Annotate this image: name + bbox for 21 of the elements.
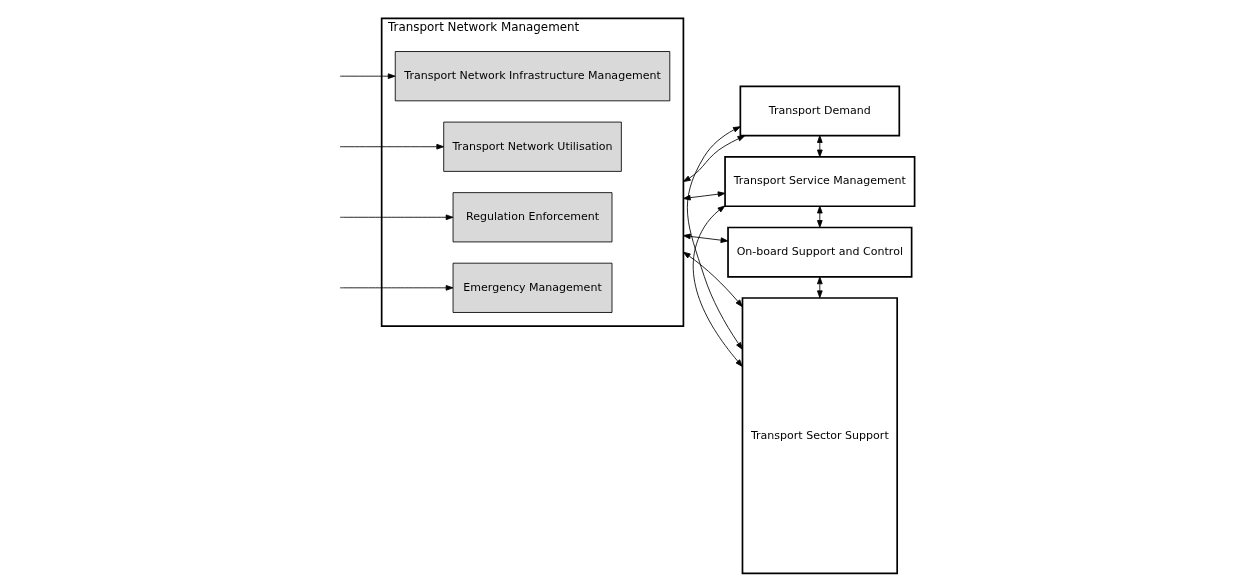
arrow (682, 233, 729, 243)
arrow (817, 135, 823, 158)
arrow (339, 143, 445, 150)
arrow (817, 276, 823, 299)
node-box: Transport Sector Support (741, 297, 899, 575)
arrow (682, 135, 746, 182)
node-box: Regulation Enforcement (452, 192, 613, 243)
arrow (686, 126, 743, 350)
node-box: On-board Support and Control (727, 226, 913, 278)
arrow (682, 191, 726, 201)
node-box: Emergency Management (452, 262, 613, 313)
arrow (339, 214, 454, 221)
arrow (339, 285, 454, 291)
node-box: Transport Service Management (724, 156, 916, 208)
arrow (817, 205, 823, 228)
node-box: Transport Network Infrastructure Management (394, 51, 671, 102)
arrow (682, 251, 743, 308)
arrow (339, 73, 396, 79)
node-box: Transport Network Utilisation (443, 121, 622, 172)
arrow (692, 205, 743, 367)
node-box: Transport Demand (739, 85, 901, 137)
